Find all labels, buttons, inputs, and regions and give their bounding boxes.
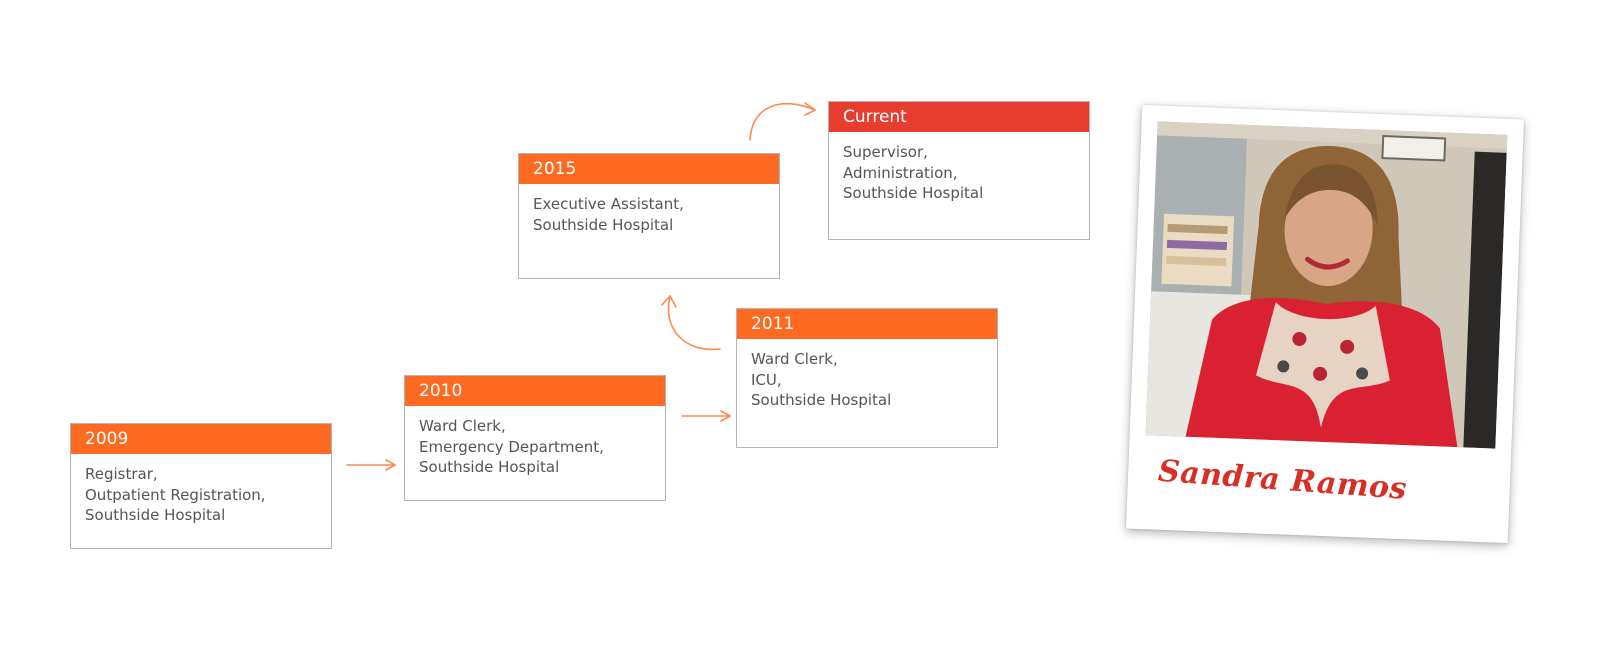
timeline-role: Ward Clerk, ICU, Southside Hospital xyxy=(737,339,997,421)
curved-arrow-up-icon xyxy=(661,295,721,351)
timeline-card-2011: 2011 Ward Clerk, ICU, Southside Hospital xyxy=(736,308,998,448)
timeline-role: Supervisor, Administration, Southside Ho… xyxy=(829,132,1089,214)
timeline-card-2009: 2009 Registrar, Outpatient Registration,… xyxy=(70,423,332,549)
role-line: Southside Hospital xyxy=(533,215,674,234)
profile-name-signature: Sandra Ramos xyxy=(1156,453,1409,507)
role-line: Emergency Department, xyxy=(419,437,604,456)
timeline-role: Registrar, Outpatient Registration, Sout… xyxy=(71,454,331,536)
role-line: Registrar, xyxy=(85,465,158,483)
role-line: Southside Hospital xyxy=(85,506,226,524)
role-line: Supervisor, xyxy=(843,143,928,161)
timeline-year: Current xyxy=(829,102,1089,132)
role-line: Southside Hospital xyxy=(843,184,984,202)
role-line: Southside Hospital xyxy=(751,391,892,409)
timeline-card-2010: 2010 Ward Clerk, Emergency Department, S… xyxy=(404,375,666,501)
profile-photo xyxy=(1145,121,1508,449)
timeline-card-current: Current Supervisor, Administration, Sout… xyxy=(828,101,1090,240)
arrow-right-icon xyxy=(681,410,731,422)
role-line: Outpatient Registration, xyxy=(85,485,266,504)
role-line: Southside Hospital xyxy=(419,458,560,476)
timeline-role: Ward Clerk, Emergency Department, Souths… xyxy=(405,406,665,488)
role-line: Ward Clerk, xyxy=(751,350,838,368)
role-line: Ward Clerk, xyxy=(419,417,506,435)
timeline-year: 2015 xyxy=(519,154,779,184)
timeline-card-2015: 2015 Executive Assistant, Southside Hosp… xyxy=(518,153,780,279)
role-line: ICU, xyxy=(751,370,782,389)
profile-polaroid: Sandra Ramos xyxy=(1126,104,1524,544)
curved-arrow-right-icon xyxy=(749,102,816,141)
timeline-role: Executive Assistant, Southside Hospital xyxy=(519,184,779,245)
arrow-right-icon xyxy=(346,459,396,471)
timeline-year: 2010 xyxy=(405,376,665,406)
timeline-year: 2009 xyxy=(71,424,331,454)
role-line: Executive Assistant, xyxy=(533,195,684,213)
role-line: Administration, xyxy=(843,163,958,182)
timeline-year: 2011 xyxy=(737,309,997,339)
profile-photo-illustration xyxy=(1145,121,1508,449)
